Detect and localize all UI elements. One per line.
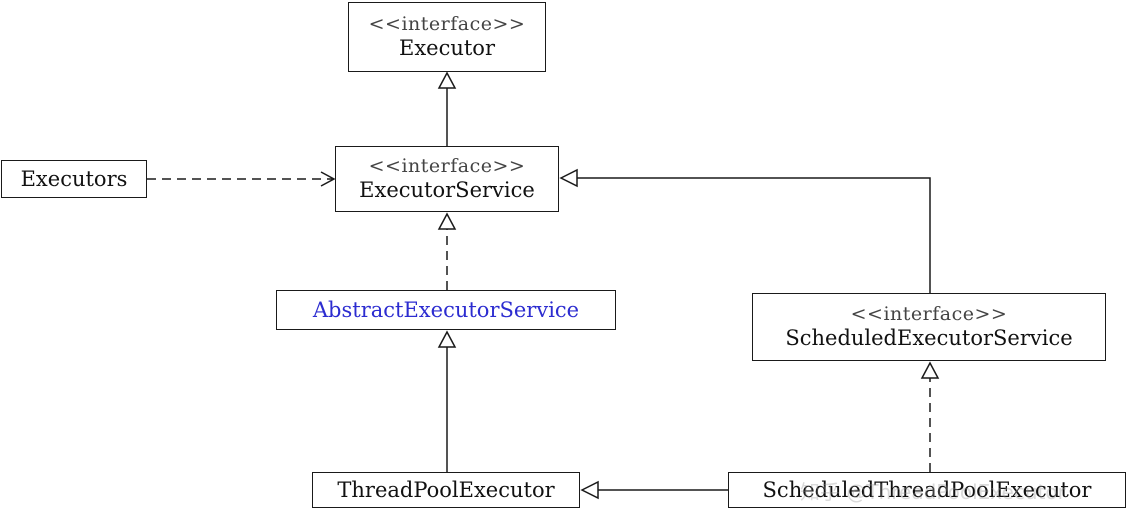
stereotype-label: <<interface>> bbox=[850, 303, 1008, 325]
open-arrowhead bbox=[320, 171, 336, 187]
inheritance-arrowhead bbox=[437, 330, 457, 348]
node-executor-service: <<interface>> ExecutorService bbox=[335, 146, 559, 212]
node-abstract-executor-service: AbstractExecutorService bbox=[276, 290, 616, 330]
class-name: Executors bbox=[20, 166, 128, 191]
node-executors: Executors bbox=[1, 160, 147, 198]
class-name: AbstractExecutorService bbox=[312, 297, 580, 322]
edge-scheduledexecutorservice-to-executorservice bbox=[559, 168, 931, 293]
node-executor: <<interface>> Executor bbox=[348, 2, 546, 72]
edge-abstract-to-executorservice bbox=[437, 212, 457, 290]
edge-executorservice-to-executor bbox=[437, 71, 457, 146]
class-name: ScheduledThreadPoolExecutor bbox=[762, 477, 1092, 502]
class-name: Executor bbox=[398, 35, 495, 60]
class-name: ExecutorService bbox=[359, 177, 535, 202]
edge-executors-to-executorservice bbox=[147, 171, 336, 187]
inheritance-arrowhead bbox=[580, 480, 599, 500]
edge-stpe-to-tpe bbox=[580, 480, 728, 500]
stereotype-label: <<interface>> bbox=[368, 13, 526, 35]
edge-stpe-to-scheduledexecutorservice bbox=[920, 361, 940, 472]
class-name: ThreadPoolExecutor bbox=[337, 477, 555, 502]
realization-arrowhead bbox=[437, 212, 457, 230]
edge-tpe-to-abstract bbox=[437, 330, 457, 472]
inheritance-arrowhead bbox=[437, 71, 457, 89]
node-scheduled-thread-pool-executor: ScheduledThreadPoolExecutor bbox=[728, 472, 1126, 508]
stereotype-label: <<interface>> bbox=[368, 155, 526, 177]
node-thread-pool-executor: ThreadPoolExecutor bbox=[312, 472, 580, 508]
realization-arrowhead bbox=[920, 361, 940, 379]
node-scheduled-executor-service: <<interface>> ScheduledExecutorService bbox=[752, 293, 1106, 361]
inheritance-arrowhead bbox=[559, 168, 578, 188]
class-name: ScheduledExecutorService bbox=[785, 325, 1073, 350]
